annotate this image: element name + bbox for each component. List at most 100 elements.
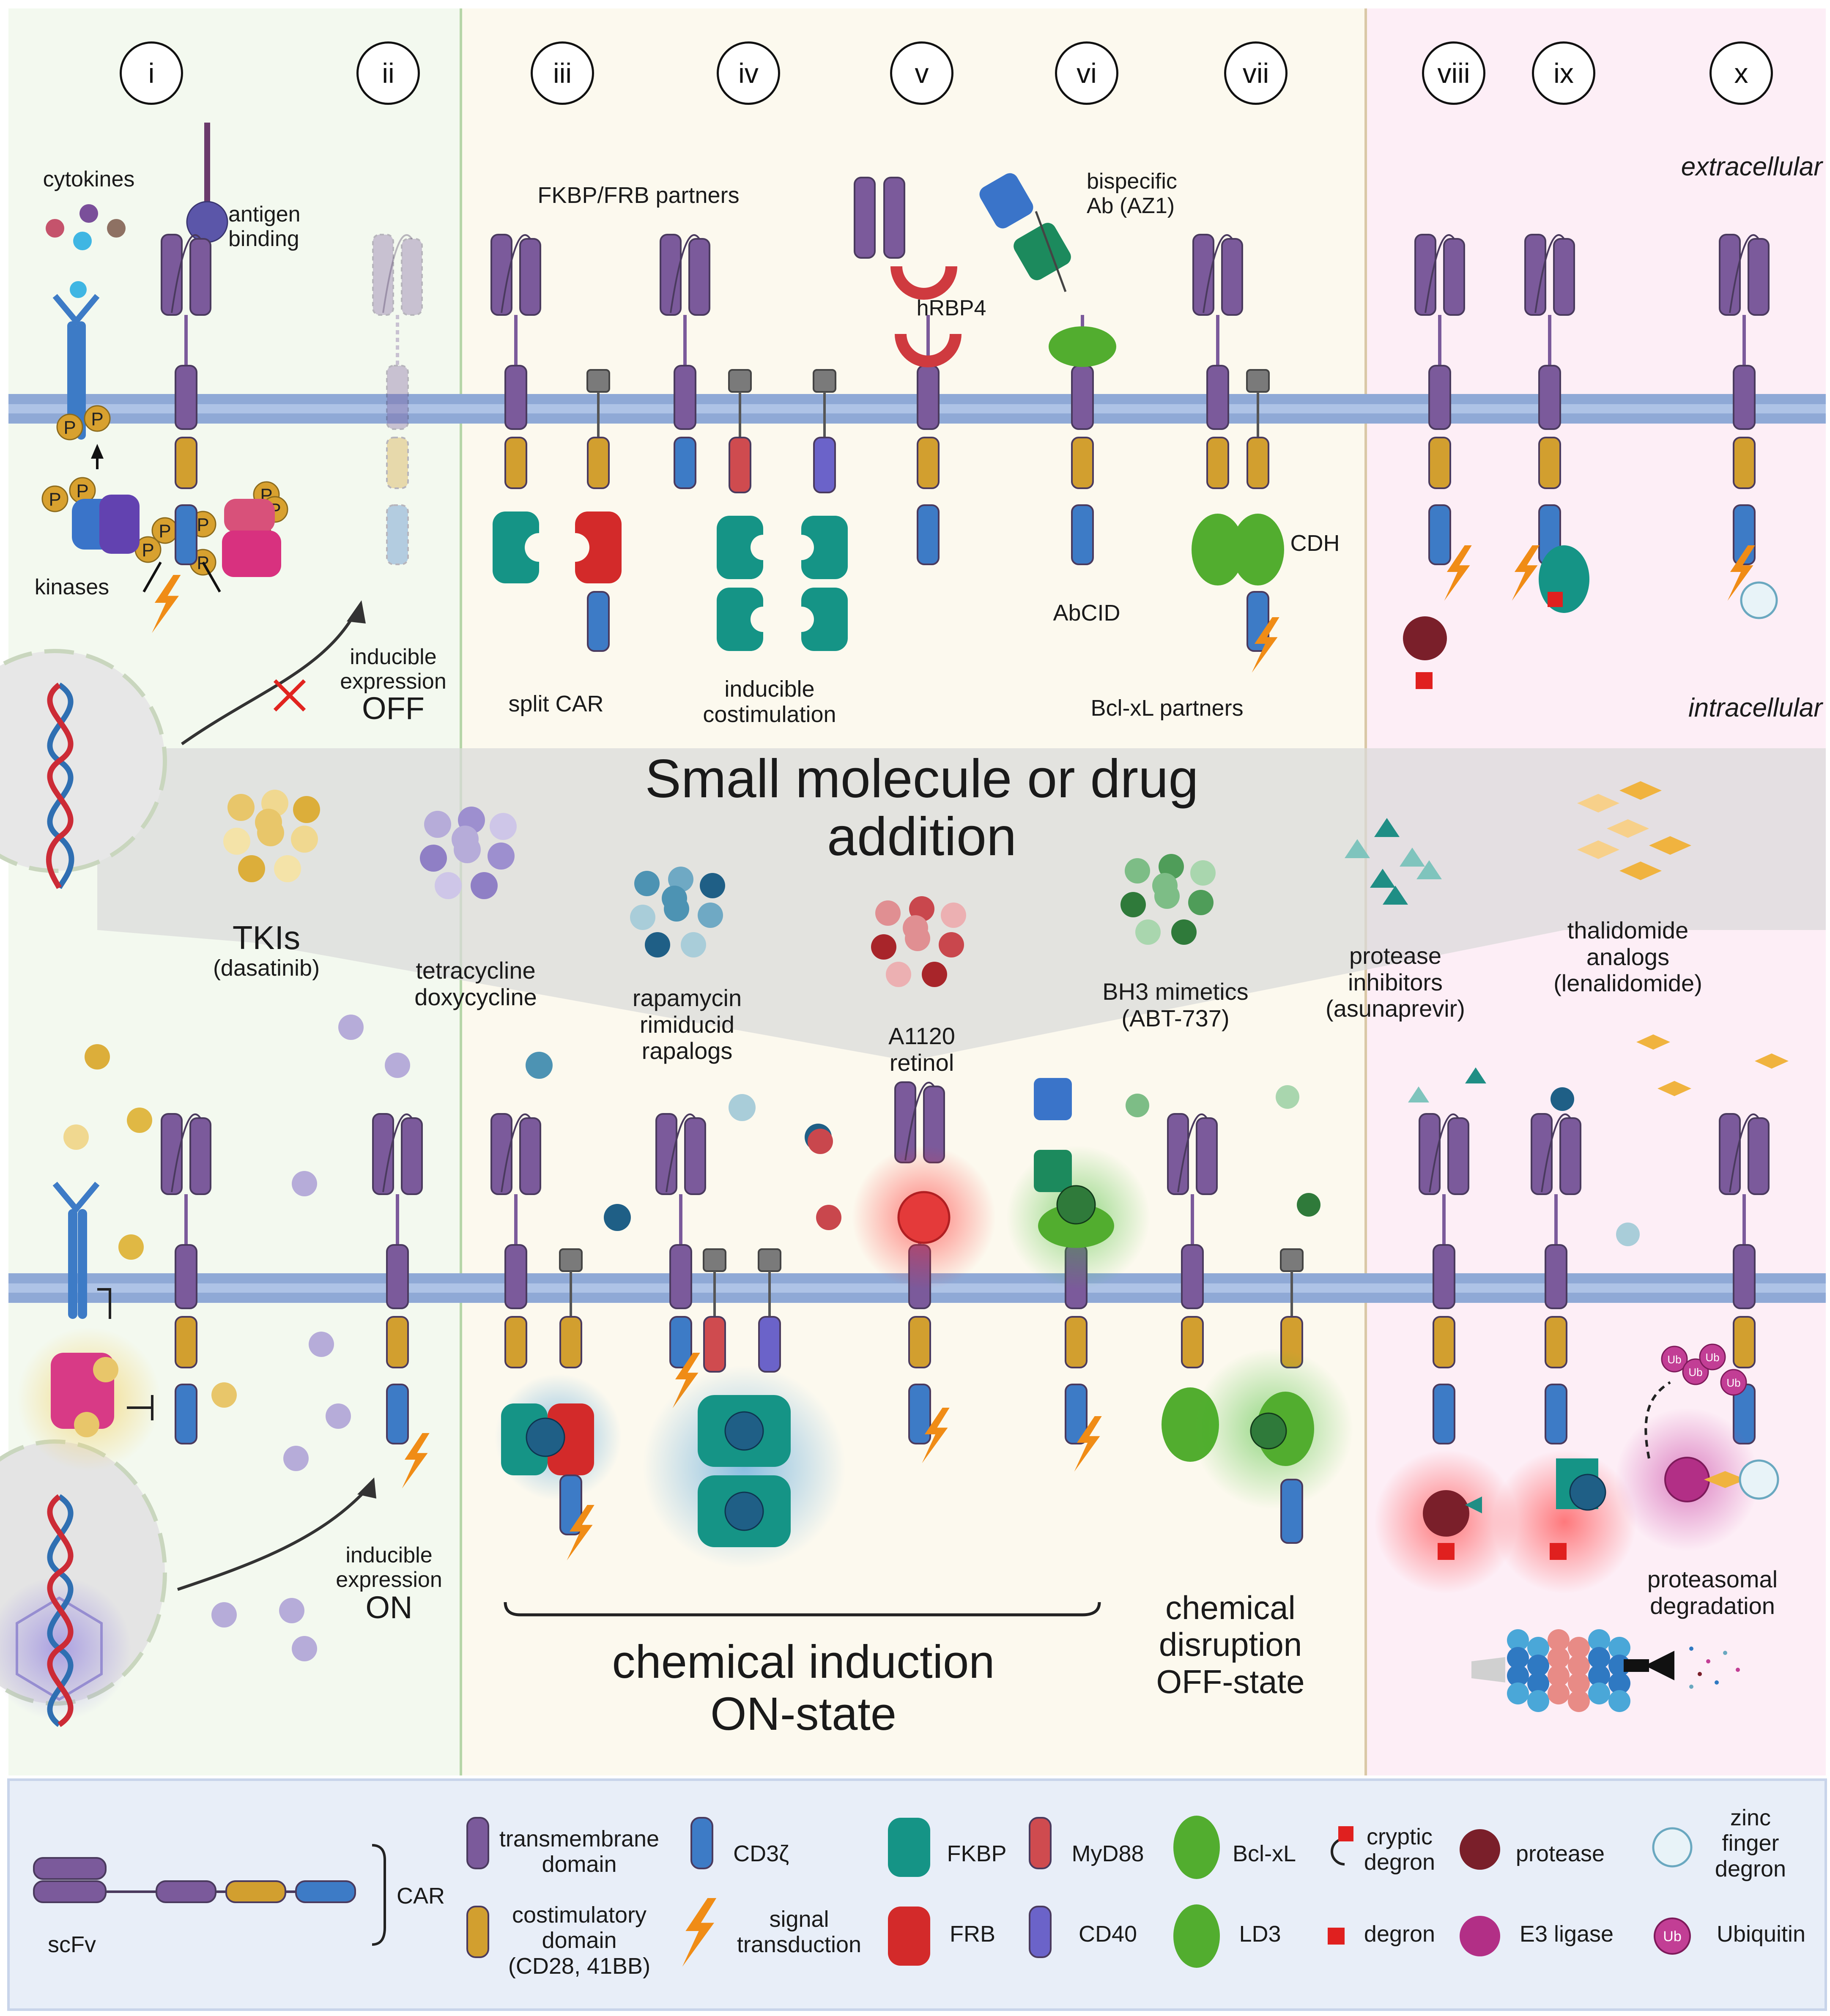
- kinase-pink: [224, 499, 275, 533]
- proteasome-subunit: [1608, 1637, 1630, 1659]
- drug-molecule: [420, 845, 447, 872]
- legend-scfv-light: [33, 1880, 107, 1903]
- proteasome-subunit: [1568, 1637, 1590, 1659]
- costimulatory-domain: [1071, 437, 1094, 489]
- drug-molecule: [488, 843, 515, 870]
- scfv-domain: [1443, 238, 1465, 316]
- panel-label-iii: iii: [531, 41, 594, 105]
- legend-e3-icon: [1460, 1916, 1500, 1956]
- peptide-fragment: [1689, 1685, 1693, 1689]
- phospho-group: [41, 485, 68, 512]
- legend-costim-icon: [466, 1906, 489, 1958]
- legend-frb-icon: [888, 1907, 930, 1966]
- scfv-linker: [1729, 1113, 1759, 1193]
- label-a1120: A1120 retinol: [888, 1023, 955, 1076]
- phospho-group: [84, 405, 111, 432]
- proteasome-trail: [1471, 1657, 1505, 1682]
- membrane-anchor: [559, 1248, 583, 1272]
- scfv-domain: [1414, 234, 1436, 316]
- label-off: OFF: [362, 691, 425, 726]
- cytokine: [46, 219, 64, 238]
- car-panel-x: [1719, 234, 1778, 619]
- legend-myd88-icon: [1029, 1817, 1052, 1869]
- drug-molecule: [816, 1205, 841, 1230]
- costimulatory-domain: [504, 1316, 527, 1368]
- bispecific-linker: [1035, 211, 1067, 292]
- cd3z-domain: [1545, 1384, 1567, 1444]
- label-dasatinib: (dasatinib): [213, 955, 320, 981]
- drug-molecule: [1171, 919, 1197, 945]
- signal-bolt-icon: [567, 1505, 594, 1561]
- costimulatory-domain: [1733, 437, 1756, 489]
- legend-label-bclxl: Bcl-xL: [1232, 1841, 1296, 1866]
- transmembrane-domain: [1433, 1244, 1455, 1309]
- drug-molecule: [941, 903, 966, 928]
- legend-label-ld3: LD3: [1239, 1921, 1281, 1947]
- fkbp-domain: [717, 516, 763, 579]
- legend-cryptic-degron-icon: [1338, 1826, 1353, 1841]
- scfv-domain: [655, 1113, 677, 1195]
- scfv-domain: [189, 1117, 211, 1195]
- fkbp-domain-notch: [789, 535, 814, 560]
- drug-molecule: [385, 1053, 410, 1078]
- legend-cd3z-icon: [690, 1817, 713, 1869]
- scfv-domain: [1719, 1113, 1741, 1195]
- legend-label-ubiquitin: Ubiquitin: [1716, 1921, 1806, 1947]
- degron-icon: [1438, 1543, 1455, 1560]
- costimulatory-domain: [386, 437, 409, 489]
- drug-molecule: [808, 1129, 833, 1154]
- abt737-bound: [1056, 1185, 1096, 1225]
- drug-molecule: [1135, 919, 1161, 945]
- transmembrane-domain: [504, 1244, 527, 1309]
- ld3-binder: [1049, 326, 1116, 367]
- proteasome-subunit: [1527, 1690, 1549, 1712]
- car-panel-viii-bottom: [1374, 1113, 1518, 1594]
- scfv-domain: [490, 1113, 512, 1195]
- bispecific-ab-heavy: [979, 173, 1033, 229]
- ubiquitin-icon: [1661, 1346, 1688, 1373]
- e3-ligase-icon: [1664, 1457, 1710, 1502]
- drug-molecule: [471, 872, 498, 899]
- signal-bolt-icon: [152, 575, 181, 633]
- label-proteasomal-degradation: proteasomal degradation: [1647, 1566, 1778, 1619]
- cd3z-domain: [175, 1384, 197, 1444]
- drug-molecule: [435, 872, 462, 899]
- drug-molecule: [490, 813, 517, 840]
- thalidomide-molecule: [1657, 1081, 1691, 1096]
- label-on: ON: [365, 1590, 413, 1625]
- costimulatory-domain: [504, 437, 527, 489]
- drug-molecule: [1188, 890, 1214, 915]
- transmembrane-domain: [674, 365, 696, 430]
- panel-label-x: x: [1709, 41, 1773, 105]
- signal-bolt-icon: [1252, 617, 1279, 673]
- degron-icon: [1416, 672, 1433, 689]
- arrow-expression-off: [181, 612, 357, 745]
- legend-label-costimulatory: costimulatory domain (CD28, 41BB): [508, 1902, 651, 1979]
- ubiquitin-icon: [1699, 1343, 1726, 1370]
- frb-domain: [548, 1403, 594, 1475]
- costimulatory-domain: [1733, 1316, 1756, 1368]
- drug-molecule: [903, 915, 928, 941]
- panel-i-top: PPPPPPPPPPP: [41, 123, 288, 633]
- scfv-linker: [666, 1113, 696, 1193]
- diagram-shapes: PPPPPPPPPPPUbUbUbUbUb: [17, 123, 1789, 1968]
- car-panel-vi-bottom: [1006, 1078, 1320, 1472]
- panel-label-ix: ix: [1532, 41, 1595, 105]
- car-panel-vii: [1192, 234, 1244, 585]
- drug-molecule: [729, 1094, 756, 1121]
- scfv-domain: [1553, 238, 1575, 316]
- scfv-domain: [1719, 234, 1741, 316]
- label-chemical-disruption: chemical disruption OFF-state: [1156, 1589, 1305, 1700]
- cytokine: [107, 219, 126, 238]
- cd3z-domain: [917, 504, 940, 565]
- drug-molecule: [875, 900, 901, 926]
- zinc-finger-degron-icon: [1739, 1459, 1779, 1500]
- cytokine: [70, 281, 87, 298]
- drug-molecule: [681, 932, 706, 957]
- tcr-chain: [77, 321, 86, 440]
- protease-icon: [1403, 616, 1447, 660]
- phospho-group: [56, 413, 83, 440]
- fkbp-domain-notch: [789, 607, 814, 632]
